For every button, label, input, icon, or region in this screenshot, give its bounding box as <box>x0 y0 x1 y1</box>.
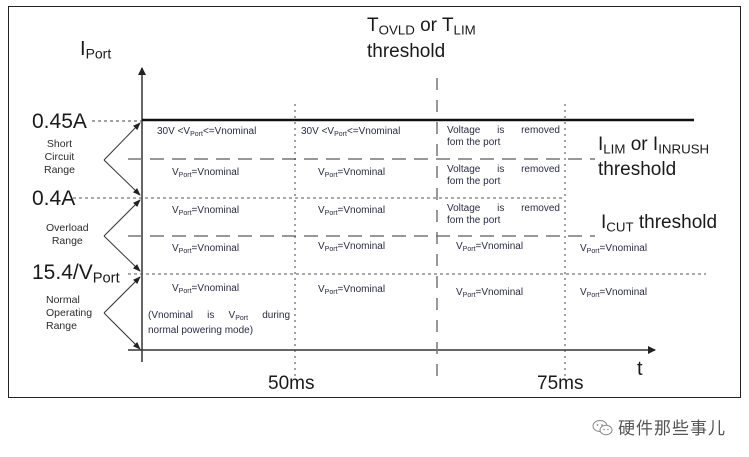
cell-c3-r5: VPort=Vnominal <box>456 287 524 299</box>
short-circuit-arrow-down <box>103 159 141 196</box>
level-label-04a: 0.4A <box>32 187 76 210</box>
normal-arrow-down <box>103 312 141 350</box>
level-label-045a: 0.45A <box>32 110 87 133</box>
x-axis-label: t <box>637 358 643 380</box>
cell-c2-r4: VPort=Vnominal <box>318 241 386 253</box>
cell-c3-r4: VPort=Vnominal <box>456 241 524 253</box>
cell-c1-r3: VPort=Vnominal <box>172 205 240 217</box>
time-mark-75ms: 75ms <box>537 373 584 394</box>
diagram-frame <box>8 6 741 398</box>
ilim-threshold-label: ILIM or IINRUSH threshold <box>598 134 710 181</box>
cell-c1-r5: VPort=Vnominal <box>172 283 240 295</box>
watermark: 硬件那些事儿 <box>592 414 726 439</box>
cell-c2-r2: VPort=Vnominal <box>318 167 386 179</box>
cell-vnominal-note: (Vnominal is VPort during normal powerin… <box>148 310 291 336</box>
level-label-154-vport: 15.4/VPort <box>32 261 120 287</box>
short-circuit-arrow-up <box>103 122 141 161</box>
y-axis-label: IPort <box>80 38 112 62</box>
wechat-icon <box>592 420 613 436</box>
cell-c1-r4: VPort=Vnominal <box>172 243 240 255</box>
tovld-threshold-label: TOVLD or TLIM threshold <box>367 15 476 63</box>
cell-c1-r2: VPort=Vnominal <box>172 167 240 179</box>
normal-arrow-up <box>103 276 141 314</box>
cell-c2-r3: VPort=Vnominal <box>318 205 386 217</box>
cell-c2-r1: 30V <VPort<=Vnominal <box>301 126 401 138</box>
icut-threshold-label: ICUT threshold <box>601 212 718 235</box>
time-mark-50ms: 50ms <box>268 373 315 394</box>
overload-arrow-down <box>103 235 141 272</box>
cell-c2-r5: VPort=Vnominal <box>318 284 386 296</box>
cell-c4-r4: VPort=Vnominal <box>580 243 648 255</box>
cell-c4-r5: VPort=Vnominal <box>580 287 648 299</box>
cell-c1-r1: 30V <VPort<=Vnominal <box>157 126 257 138</box>
overload-arrow-up <box>103 199 141 237</box>
